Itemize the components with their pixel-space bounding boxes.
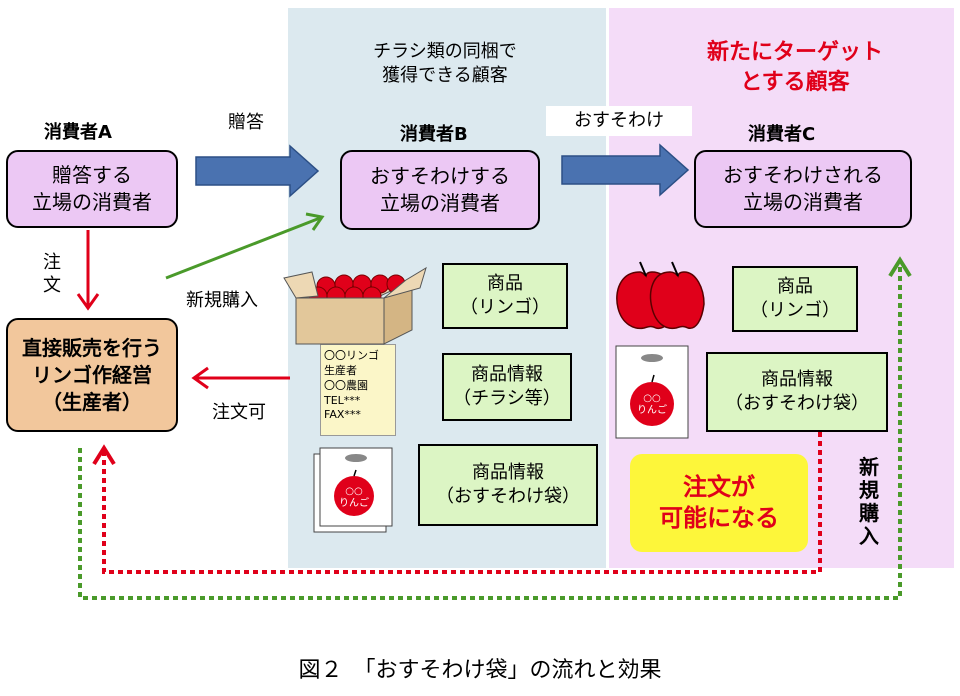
green-dotted-loop	[78, 262, 902, 600]
region-b-heading-line2: 獲得できる顧客	[382, 65, 508, 87]
region-b-heading: チラシ類の同梱で 獲得できる顧客	[330, 40, 560, 89]
consumer-b-title: 消費者B	[400, 124, 468, 145]
c-info-bag-line1: 商品情報	[761, 368, 833, 390]
new-purchase-c-label: 新 規 購 入	[856, 456, 882, 548]
apples-image	[616, 261, 705, 330]
new-purchase-c-char2: 規	[859, 478, 879, 502]
new-purchase-arrow	[165, 212, 325, 280]
b-info-flyer-line2: （チラシ等）	[453, 388, 561, 409]
consumer-b-box: おすそわけする 立場の消費者	[340, 150, 540, 230]
flyer-line1: 〇〇リンゴ	[324, 349, 379, 362]
bag-c-label-line1: ○○	[643, 393, 661, 404]
order-a-label: 注 文	[40, 252, 64, 297]
consumer-c-title: 消費者C	[748, 124, 816, 145]
new-purchase-c-char1: 新	[859, 455, 879, 479]
flyer-line2: 生産者	[324, 363, 357, 377]
apple-box-image	[283, 266, 427, 345]
gift-arrow	[195, 144, 320, 198]
b-info-bag-line1: 商品情報	[472, 461, 544, 483]
producer-box-line2: リンゴ作経営	[32, 362, 152, 387]
region-c-heading-line2: とする顧客	[740, 69, 850, 95]
order-a-arrow	[76, 230, 100, 311]
consumer-a-box-line2: 立場の消費者	[32, 190, 152, 214]
order-possible-arrow	[191, 366, 290, 390]
bag-b-label: ○○ りんご	[334, 486, 374, 509]
bag-b-label-line2: りんご	[339, 497, 369, 509]
consumer-a-box-line1: 贈答する	[52, 163, 132, 187]
region-c-heading: 新たにターゲット とする顧客	[680, 38, 910, 97]
flyer-image: 〇〇リンゴ 生産者 〇〇農園 TEL*** FAX***	[320, 344, 396, 436]
red-dotted-arrowhead	[92, 444, 116, 466]
flyer-line4: TEL***	[324, 393, 361, 407]
order-a-label-char2: 文	[43, 274, 61, 296]
consumer-c-box-line2: 立場の消費者	[743, 190, 863, 214]
order-possible-highlight-line1: 注文が	[683, 472, 755, 501]
b-info-flyer-line1: 商品情報	[471, 363, 543, 385]
producer-box-line1: 直接販売を行う	[22, 335, 162, 360]
producer-box-line3: （生産者）	[42, 389, 142, 414]
b-info-flyer-box: 商品情報 （チラシ等）	[442, 353, 572, 421]
new-purchase-c-char4: 入	[859, 524, 879, 548]
consumer-b-box-line2: 立場の消費者	[380, 191, 500, 215]
figure-caption: 図２ 「おすそわけ袋」の流れと効果	[298, 658, 662, 683]
bag-c-label-line2: りんご	[637, 404, 667, 416]
osusowake-bag-image-c	[615, 345, 689, 439]
producer-box: 直接販売を行う リンゴ作経営 （生産者）	[6, 318, 178, 432]
green-dotted-arrowhead	[888, 256, 912, 278]
c-info-bag-line2: （おすそわけ袋）	[725, 393, 869, 414]
consumer-c-box: おすそわけされる 立場の消費者	[694, 150, 912, 228]
region-b-heading-line1: チラシ類の同梱で	[373, 41, 517, 62]
bag-b-label-line1: ○○	[345, 486, 363, 497]
consumer-a-title: 消費者A	[44, 122, 112, 143]
order-possible-highlight: 注文が 可能になる	[630, 454, 808, 552]
c-product-line1: 商品	[777, 275, 813, 297]
gift-label: 贈答	[228, 112, 264, 133]
b-product-line1: 商品	[487, 272, 523, 294]
region-c-heading-line1: 新たにターゲット	[706, 40, 883, 65]
flyer-line5: FAX***	[324, 408, 361, 422]
consumer-a-box: 贈答する 立場の消費者	[6, 150, 178, 228]
new-purchase-c-char3: 購	[859, 501, 879, 525]
bag-c-label: ○○ りんご	[632, 393, 672, 416]
consumer-c-box-line1: おすそわけされる	[723, 163, 883, 187]
order-possible-label: 注文可	[212, 402, 266, 423]
order-possible-highlight-line2: 可能になる	[659, 504, 779, 532]
b-product-box: 商品 （リンゴ）	[442, 263, 568, 329]
flyer-line3: 〇〇農園	[324, 378, 368, 392]
consumer-b-box-line1: おすそわけする	[370, 164, 510, 188]
b-info-bag-line2: （おすそわけ袋）	[436, 486, 580, 507]
c-product-line2: （リンゴ）	[750, 300, 840, 321]
c-info-bag-box: 商品情報 （おすそわけ袋）	[706, 352, 888, 432]
osusowake-label: おすそわけ	[546, 106, 692, 136]
osusowake-bag-image-b	[313, 447, 393, 533]
osusowake-arrow	[561, 143, 690, 197]
red-dotted-return-path	[102, 432, 822, 574]
b-info-bag-box: 商品情報 （おすそわけ袋）	[418, 444, 598, 526]
b-product-line2: （リンゴ）	[460, 297, 550, 318]
c-product-box: 商品 （リンゴ）	[732, 266, 858, 332]
order-a-label-char1: 注	[43, 252, 61, 273]
new-purchase-label: 新規購入	[186, 290, 258, 311]
